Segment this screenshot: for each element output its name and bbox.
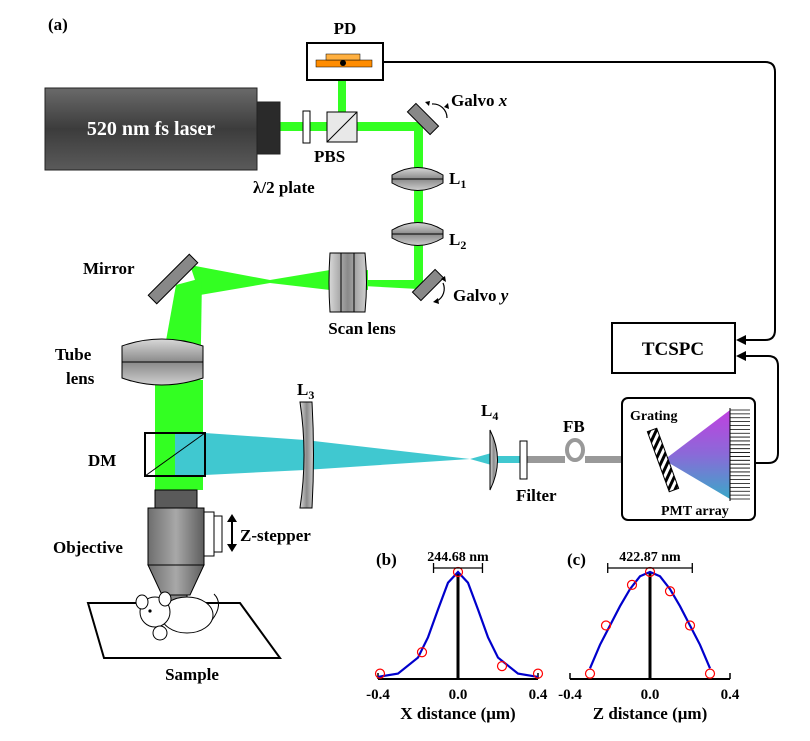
objective (147, 489, 205, 606)
tube-lens-label-line1: Tube (55, 345, 92, 364)
half-wave-plate (302, 110, 311, 144)
z-stepper-label: Z-stepper (240, 526, 311, 545)
x-tick-label: 0.4 (721, 687, 740, 703)
fit-curve (377, 570, 539, 678)
mouse-illustration (135, 591, 219, 641)
laser-head (256, 101, 281, 155)
fiber-segment-1 (525, 456, 565, 463)
x-axis-label: Z distance (μm) (593, 704, 707, 723)
laser-body (44, 87, 258, 171)
chart-b: -0.4 0.0 0.4 244.68 nm X distance (μm) (366, 550, 548, 723)
l3-label: L3 (297, 380, 314, 402)
emission-converging (305, 440, 470, 470)
panel-b-label: (b) (376, 550, 397, 569)
emission-dm-to-l3 (205, 433, 305, 475)
x-tick-label: 0.4 (529, 687, 548, 703)
data-point (664, 586, 676, 597)
galvo-y-mirror (411, 268, 446, 304)
mirror-label: Mirror (83, 259, 135, 278)
sample-label: Sample (165, 665, 219, 684)
dispersed-spectrum (664, 410, 730, 499)
emission-filter (519, 440, 528, 480)
grating (646, 427, 680, 493)
data-point (600, 620, 612, 631)
chart-c: -0.4 0.0 0.4 422.87 nm Z distance (μm) (558, 550, 740, 723)
panel-c-label: (c) (567, 550, 586, 569)
beam-to-mirror (190, 265, 270, 295)
spectrometer (621, 397, 756, 521)
tube-lens-label-line2: lens (66, 369, 95, 388)
beam-focus (270, 270, 330, 290)
pmt-to-tcspc-signal (736, 351, 779, 464)
x-tick-label: 0.0 (449, 687, 468, 703)
data-point (416, 647, 428, 658)
tcspc-box (611, 322, 736, 374)
emission-in-dm (175, 433, 205, 475)
x-axis-label: X distance (μm) (400, 704, 515, 723)
grating-label: Grating (630, 409, 677, 424)
data-point (704, 668, 716, 679)
dichroic-mirror (144, 432, 206, 477)
l4-label: L4 (481, 401, 498, 423)
pd-label: PD (334, 19, 357, 38)
lens-l3 (299, 401, 314, 509)
galvo-y-label: Galvo y (453, 286, 509, 305)
l2-label: L2 (449, 230, 466, 252)
data-point (584, 668, 596, 679)
lens-l2 (391, 222, 444, 246)
dm-label: DM (88, 451, 116, 470)
fiber-bundle-loop (565, 438, 585, 462)
half-wave-plate-label: λ/2 plate (253, 178, 315, 197)
data-point (374, 668, 386, 679)
fiber-segment-2 (585, 456, 635, 463)
fwhm-annotation: 244.68 nm (427, 550, 489, 565)
laser: 520 nm fs laser (44, 87, 281, 171)
tube-lens (121, 338, 204, 386)
scan-lens-label: Scan lens (328, 319, 396, 338)
data-point (684, 620, 696, 631)
pbs (326, 111, 358, 143)
fb-label: FB (563, 417, 585, 436)
photodiode (306, 42, 384, 81)
data-point (496, 661, 508, 672)
beam-pbs-to-pd (338, 62, 346, 127)
emission-diverging (470, 452, 495, 466)
pmt-array-label: PMT array (661, 504, 729, 519)
beam-galvo-x-to-galvo-y (414, 122, 423, 287)
emission-to-filter (495, 456, 525, 463)
scan-lens (328, 252, 367, 313)
galvo-x-label: Galvo x (451, 91, 508, 110)
objective-label: Objective (53, 538, 123, 557)
lens-l4 (489, 429, 498, 491)
pbs-label: PBS (314, 147, 345, 166)
x-tick-label: -0.4 (366, 687, 390, 703)
x-tick-label: 0.0 (641, 687, 660, 703)
z-stepper (203, 511, 237, 557)
data-point (626, 579, 638, 590)
fold-mirror (147, 253, 199, 305)
pmt-array-elements (729, 408, 750, 501)
filter-label: Filter (516, 486, 557, 505)
pd-to-tcspc-signal (383, 61, 776, 345)
fwhm-annotation: 422.87 nm (619, 550, 681, 565)
galvo-x-mirror (406, 101, 449, 136)
lens-l1 (391, 167, 444, 191)
x-tick-label: -0.4 (558, 687, 582, 703)
emission-beam (175, 433, 525, 475)
l1-label: L1 (449, 169, 466, 191)
panel-a-label: (a) (48, 15, 68, 34)
data-point (532, 668, 544, 679)
laser-label: 520 nm fs laser (87, 118, 215, 140)
tcspc-label: TCSPC (642, 339, 704, 360)
